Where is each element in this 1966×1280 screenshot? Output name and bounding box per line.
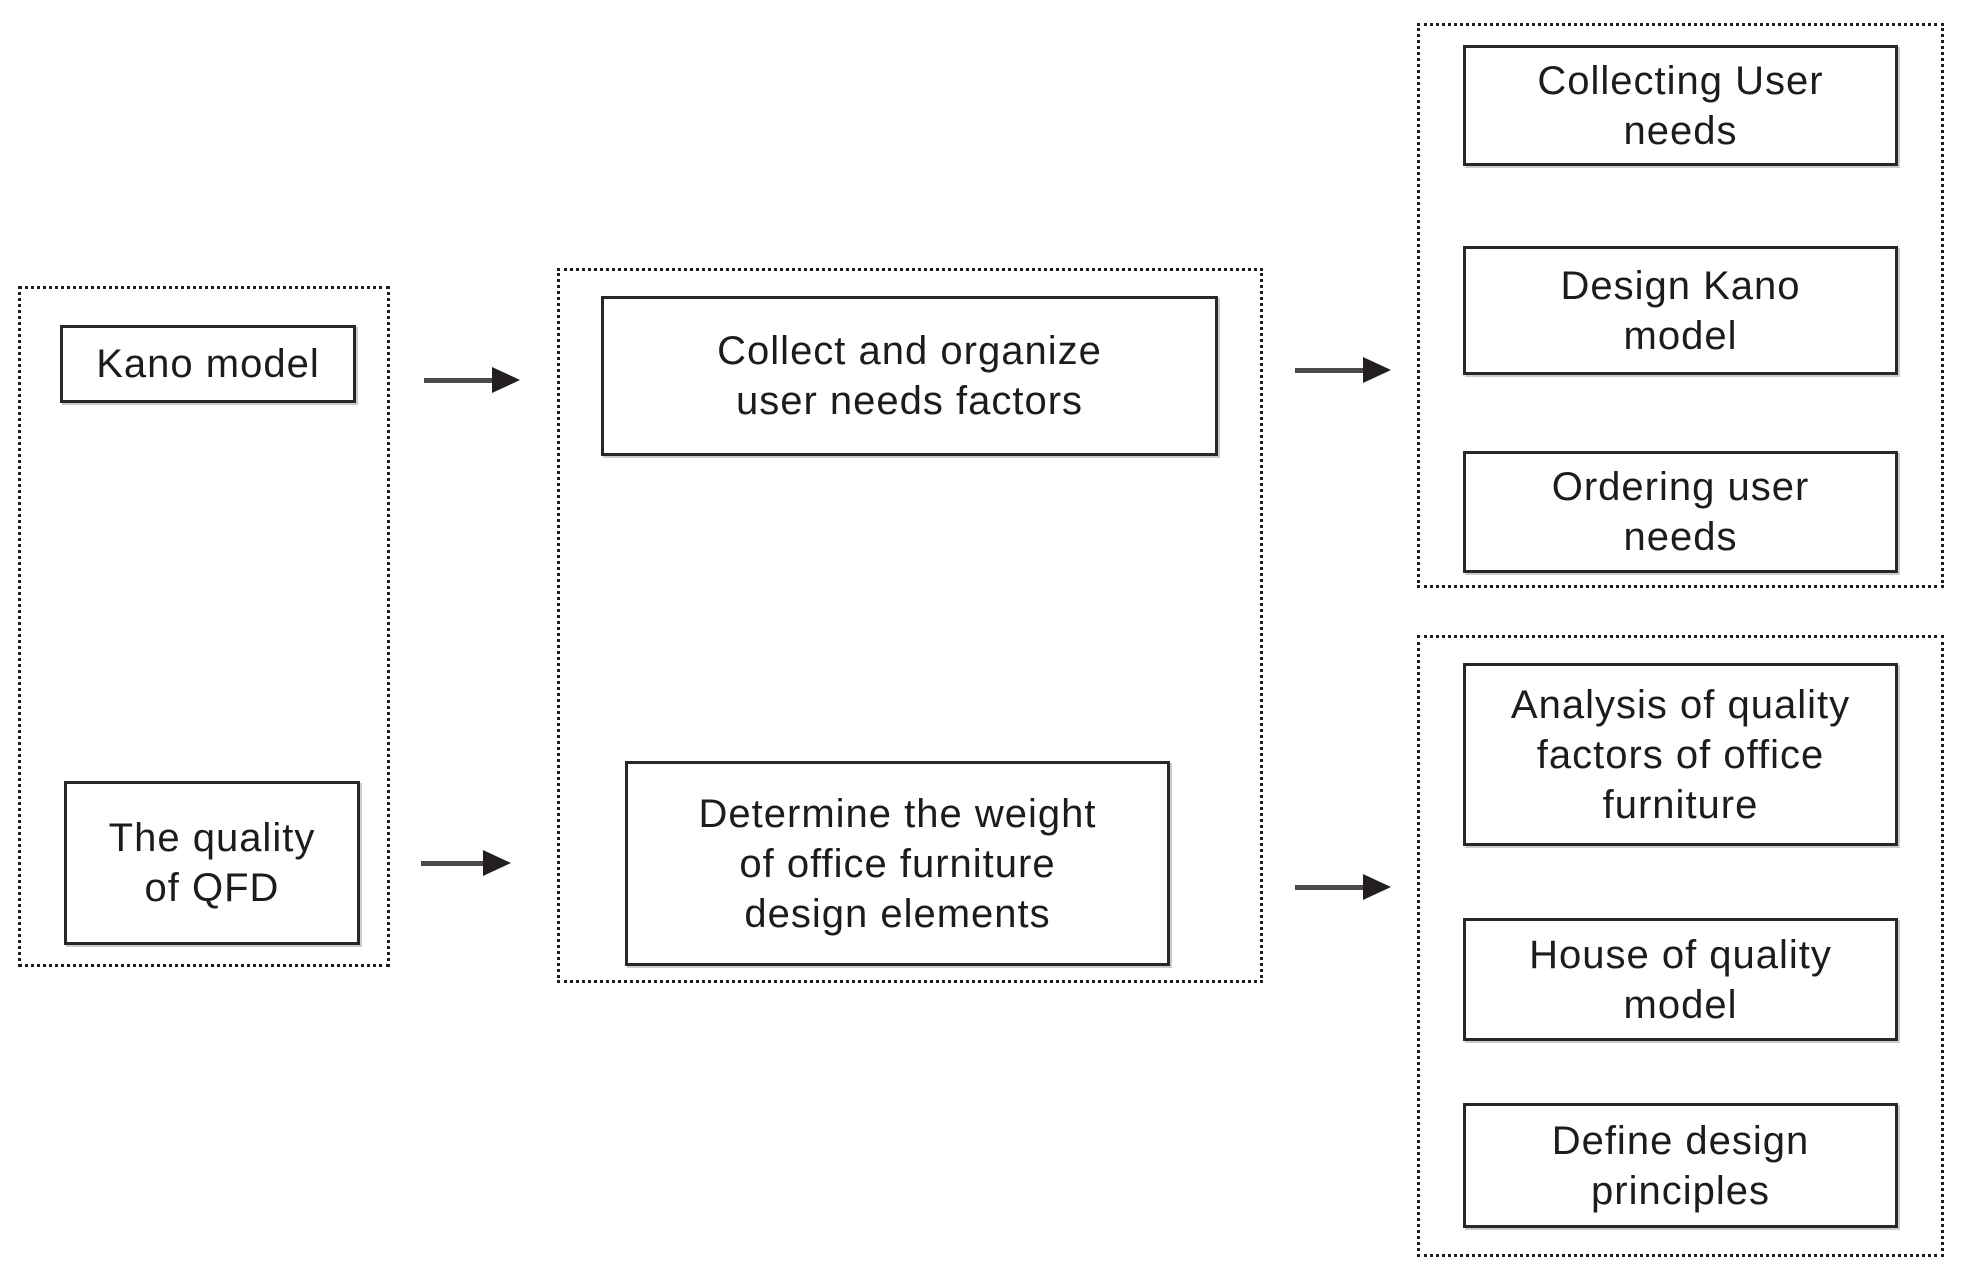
box-quality-of-qfd: The quality of QFD xyxy=(64,781,360,945)
box-determine-weight-design-elements: Determine the weight of office furniture… xyxy=(625,761,1170,966)
box-collect-organize-user-needs: Collect and organize user needs factors xyxy=(601,296,1218,456)
box-quality-of-qfd-label: The quality of QFD xyxy=(108,816,316,910)
arrow-shaft xyxy=(1295,884,1363,890)
arrow-qfd-to-process xyxy=(421,850,511,876)
arrow-process-to-qfd-outputs xyxy=(1295,874,1391,900)
box-kano-model: Kano model xyxy=(60,325,356,403)
box-collect-organize-user-needs-label: Collect and organize user needs factors xyxy=(717,329,1102,423)
arrow-shaft xyxy=(424,377,492,383)
arrow-head-icon xyxy=(483,850,511,876)
box-collecting-user-needs-label: Collecting User needs xyxy=(1537,58,1824,153)
arrow-shaft xyxy=(421,860,483,866)
box-define-design-principles: Define design principles xyxy=(1463,1103,1898,1228)
dashed-group-process: Collect and organize user needs factors … xyxy=(557,268,1263,983)
box-house-of-quality-model: House of quality model xyxy=(1463,918,1898,1041)
arrow-head-icon xyxy=(1363,357,1391,383)
box-ordering-user-needs-label: Ordering user needs xyxy=(1551,465,1810,559)
box-define-design-principles-label: Define design principles xyxy=(1551,1118,1810,1213)
arrow-kano-to-process xyxy=(424,367,520,393)
box-collecting-user-needs: Collecting User needs xyxy=(1463,45,1898,166)
arrow-process-to-kano-outputs xyxy=(1295,357,1391,383)
arrow-head-icon xyxy=(1363,874,1391,900)
box-design-kano-model-label: Design Kano model xyxy=(1560,263,1801,358)
box-kano-model-label: Kano model xyxy=(96,342,320,386)
dashed-group-kano-outputs: Collecting User needs Design Kano model … xyxy=(1417,23,1944,588)
dashed-group-methods: Kano model The quality of QFD xyxy=(18,286,390,967)
box-determine-weight-design-elements-label: Determine the weight of office furniture… xyxy=(698,791,1097,936)
box-ordering-user-needs: Ordering user needs xyxy=(1463,451,1898,573)
dashed-group-qfd-outputs: Analysis of quality factors of office fu… xyxy=(1417,635,1944,1257)
box-design-kano-model: Design Kano model xyxy=(1463,246,1898,375)
arrow-head-icon xyxy=(492,367,520,393)
arrow-shaft xyxy=(1295,367,1363,373)
box-house-of-quality-model-label: House of quality model xyxy=(1529,932,1832,1027)
box-analysis-quality-factors-label: Analysis of quality factors of office fu… xyxy=(1510,682,1851,827)
box-analysis-quality-factors: Analysis of quality factors of office fu… xyxy=(1463,663,1898,846)
